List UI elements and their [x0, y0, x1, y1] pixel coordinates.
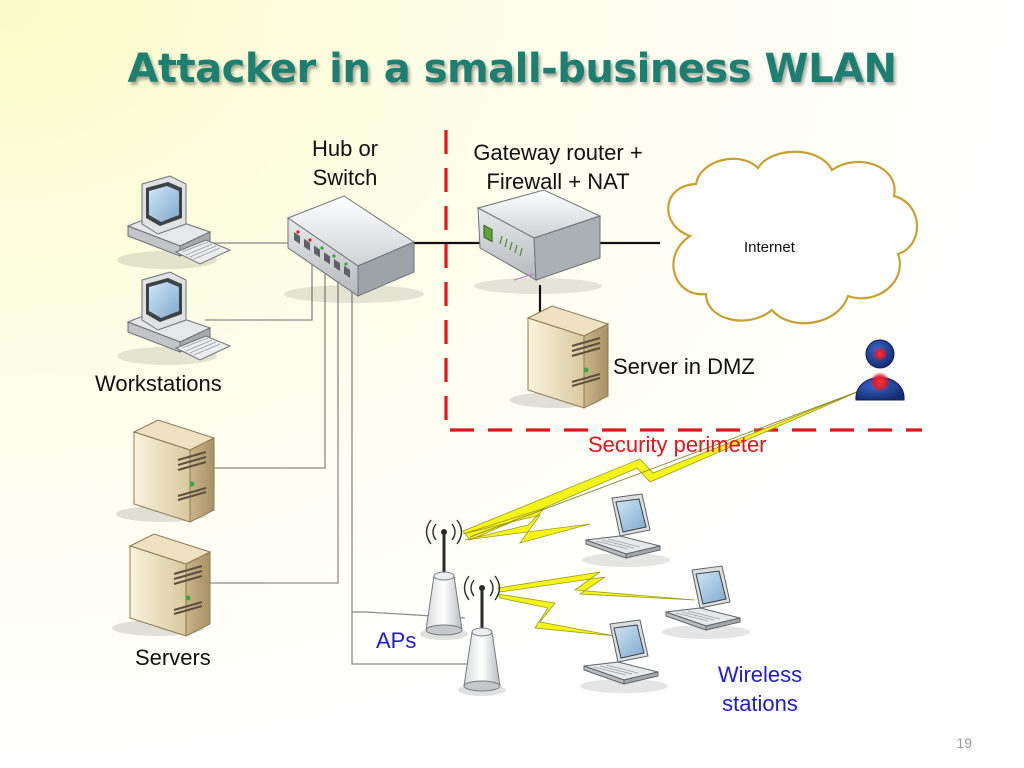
workstations-label: Workstations [95, 371, 222, 396]
router-icon [474, 189, 602, 294]
attacker-icon [855, 339, 905, 401]
hub-label-line1: Hub or [311, 136, 379, 161]
workstation-icon [116, 175, 231, 270]
attacker-signal [469, 389, 863, 538]
gateway-label-line2: Firewall + NAT [486, 169, 630, 194]
security-perimeter-label: Security perimeter [588, 432, 767, 457]
gateway-label: Gateway router + Firewall + NAT [440, 138, 676, 196]
access-point-icon [418, 518, 470, 642]
laptop-icon [661, 565, 751, 640]
server-icon [111, 533, 211, 637]
hub-switch-label: Hub or Switch [290, 134, 400, 192]
lightning-icon [462, 389, 863, 637]
internet-label: Internet [744, 239, 795, 256]
server-icon [115, 419, 215, 523]
wireless-label-line2: stations [722, 691, 798, 716]
laptop-icon [579, 619, 669, 694]
workstation-icon [116, 271, 231, 366]
laptop-icon [581, 493, 671, 568]
switch-icon [284, 195, 424, 303]
cloud-icon [667, 150, 919, 325]
slide-title: Attacker in a small-business WLAN [127, 46, 897, 92]
aps-label: APs [376, 628, 417, 653]
wireless-stations-label: Wireless stations [700, 660, 820, 718]
server-dmz-label: Server in DMZ [613, 354, 755, 379]
server-icon [509, 305, 609, 409]
page-number: 19 [956, 735, 972, 751]
wireless-label-line1: Wireless [717, 662, 803, 687]
hub-label-line2: Switch [312, 165, 378, 190]
wired-links [205, 242, 475, 665]
servers-label: Servers [135, 645, 211, 670]
gateway-label-line1: Gateway router + [473, 140, 643, 165]
